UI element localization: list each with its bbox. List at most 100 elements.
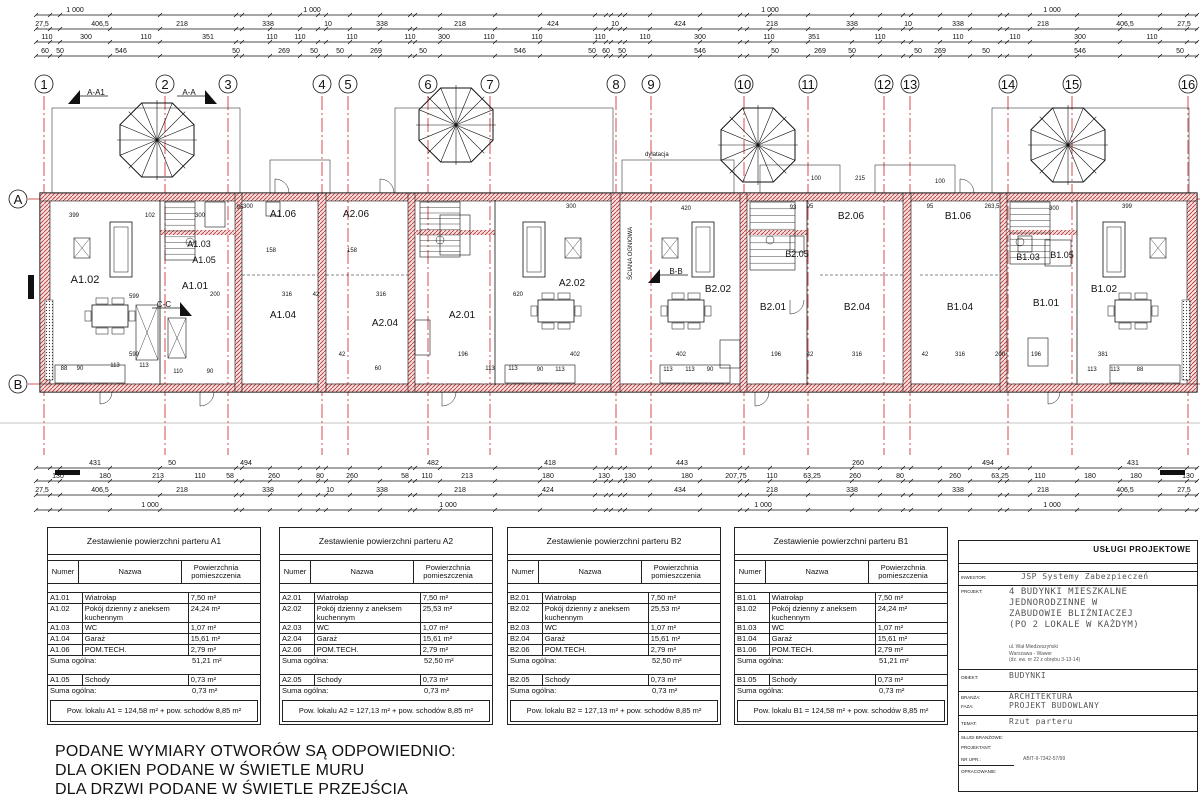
row-number: B1.01 — [735, 593, 770, 603]
note-line-2: DLA OKIEN PODANE W ŚWIETLE MURU — [55, 762, 365, 779]
room-dimension: 399 — [69, 213, 80, 219]
dimension-label: 260 — [949, 473, 961, 480]
garden-umbrellas — [117, 85, 1108, 185]
dimension-label: 338 — [262, 21, 274, 28]
obiekt-value: BUDYNKI — [1009, 671, 1047, 680]
dimension-label: 63,25 — [991, 473, 1009, 480]
area-table-a1: Zestawienie powierzchni parteru A1 Numer… — [47, 527, 261, 725]
faza-label: FAZA: — [961, 704, 974, 709]
room-dimension: 381 — [1098, 352, 1109, 358]
room-dimension: 113 — [139, 363, 149, 369]
dimension-label: 1 000 — [1043, 7, 1061, 14]
room-dimension: 196 — [1031, 352, 1042, 358]
dimension-label: 27,5 — [1177, 487, 1191, 494]
row-area: 1,07 m² — [190, 623, 217, 632]
table-sum: Suma ogólna:52,50 m² — [508, 656, 720, 666]
dimension-label: 110 — [483, 34, 494, 41]
dimension-label: 424 — [674, 21, 686, 28]
dimension-label: 300 — [1074, 34, 1086, 41]
sum-value: 0,73 m² — [879, 686, 905, 695]
row-area: 7,50 m² — [422, 593, 449, 602]
dimension-label: 180 — [542, 473, 554, 480]
section-mark-label: B-B — [669, 267, 682, 276]
room-dimension: 300 — [566, 204, 577, 210]
room-dimension: 599 — [129, 352, 140, 358]
table-sum: Suma ogólna:52,50 m² — [280, 656, 492, 666]
dimension-label: 180 — [1084, 473, 1096, 480]
room-label: A1.04 — [270, 310, 297, 321]
dimension-label: 338 — [846, 487, 858, 494]
table-row: A1.02 Pokój dzienny z aneksem kuchennym … — [48, 604, 260, 623]
row-number: A1.04 — [48, 634, 83, 644]
room-dimension: 113 — [1087, 367, 1097, 373]
row-area: 1,07 m² — [650, 623, 677, 632]
grid-axis-label: 12 — [877, 77, 891, 92]
room-dimension: 263,5 — [984, 204, 1000, 210]
room-dimension: 620 — [513, 292, 524, 298]
dimension-label: 300 — [80, 34, 92, 41]
room-label: B1.03 — [1016, 252, 1040, 262]
room-dimension: 90 — [207, 369, 214, 375]
dimension-label: 218 — [1037, 21, 1049, 28]
room-dimension: 88 — [1137, 367, 1144, 373]
col-pow: Powierzchnia pomieszczenia — [191, 563, 241, 580]
area-table-b2: Zestawienie powierzchni parteru B2 Numer… — [507, 527, 721, 725]
row-area: 0,73 m² — [422, 675, 449, 684]
col-nazwa: Nazwa — [766, 561, 869, 583]
grid-axis-label: 6 — [424, 77, 431, 92]
row-number: B2.06 — [508, 645, 543, 655]
row-area: 15,61 m² — [422, 634, 453, 643]
temat-label: TEMAT: — [961, 721, 977, 726]
row-name: WC — [770, 623, 876, 633]
sum-label: Suma ogólna: — [510, 686, 557, 695]
dimension-label: 10 — [326, 487, 334, 494]
row-number: B1.02 — [735, 604, 770, 622]
dimension-label: 260 — [268, 473, 280, 480]
dimension-label: 1 000 — [303, 7, 321, 14]
dimension-label: 50 — [771, 48, 779, 55]
row-name: Garaż — [770, 634, 876, 644]
row-name: Schody — [543, 675, 649, 685]
stairs — [164, 201, 1051, 271]
grid-axis-label: 7 — [486, 77, 493, 92]
opracowanie-label: OPRACOWANIE: — [961, 769, 997, 774]
room-label: A2.01 — [449, 310, 476, 321]
row-area: 7,50 m² — [650, 593, 677, 602]
row-number: A2.06 — [280, 645, 315, 655]
dimension-label: 338 — [952, 487, 964, 494]
projekt-label: PROJEKT: — [961, 589, 983, 594]
dimension-label: 130 — [1182, 473, 1194, 480]
dimension-label: 50 — [168, 460, 176, 467]
faza-value: PROJEKT BUDOWLANY — [1009, 701, 1100, 710]
dimension-label: 1 000 — [754, 502, 772, 509]
dimension-label: 218 — [1037, 487, 1049, 494]
dimension-label: 424 — [542, 487, 554, 494]
room-label: A2.02 — [559, 278, 586, 289]
inwestor-value: JSP Systemy Zabezpieczeń — [1021, 572, 1149, 581]
obiekt-label: OBIEKT: — [961, 675, 979, 680]
room-label: B2.06 — [838, 211, 865, 222]
room-dimension: 95 — [237, 205, 244, 211]
dimension-label: 269 — [814, 48, 826, 55]
room-label: B2.02 — [705, 284, 732, 295]
col-nazwa: Nazwa — [79, 561, 182, 583]
room-dimension: 42 — [339, 352, 346, 358]
table-title: Zestawienie powierzchni parteru B1 — [735, 528, 947, 555]
dimension-label: 63,25 — [803, 473, 821, 480]
row-number: A2.03 — [280, 623, 315, 633]
grid-axis-label: 5 — [344, 77, 351, 92]
dimension-label: 338 — [376, 21, 388, 28]
table-row: B1.05 Schody 0,73 m² — [735, 674, 947, 686]
building-outline — [28, 107, 1198, 475]
dimension-label: 406,5 — [91, 487, 109, 494]
row-axis-label: B — [14, 377, 23, 392]
grid-axis-label: 3 — [224, 77, 231, 92]
nr-upr-value: ABIT-II-7342-57/99 — [1023, 756, 1066, 762]
row-name: WC — [83, 623, 189, 633]
dimension-label: 218 — [454, 21, 466, 28]
grid-axis-label: 11 — [801, 77, 815, 92]
dimension-label: 218 — [454, 487, 466, 494]
room-dimension: 196 — [771, 352, 782, 358]
table-sum: Suma ogólna:51,21 m² — [48, 656, 260, 666]
